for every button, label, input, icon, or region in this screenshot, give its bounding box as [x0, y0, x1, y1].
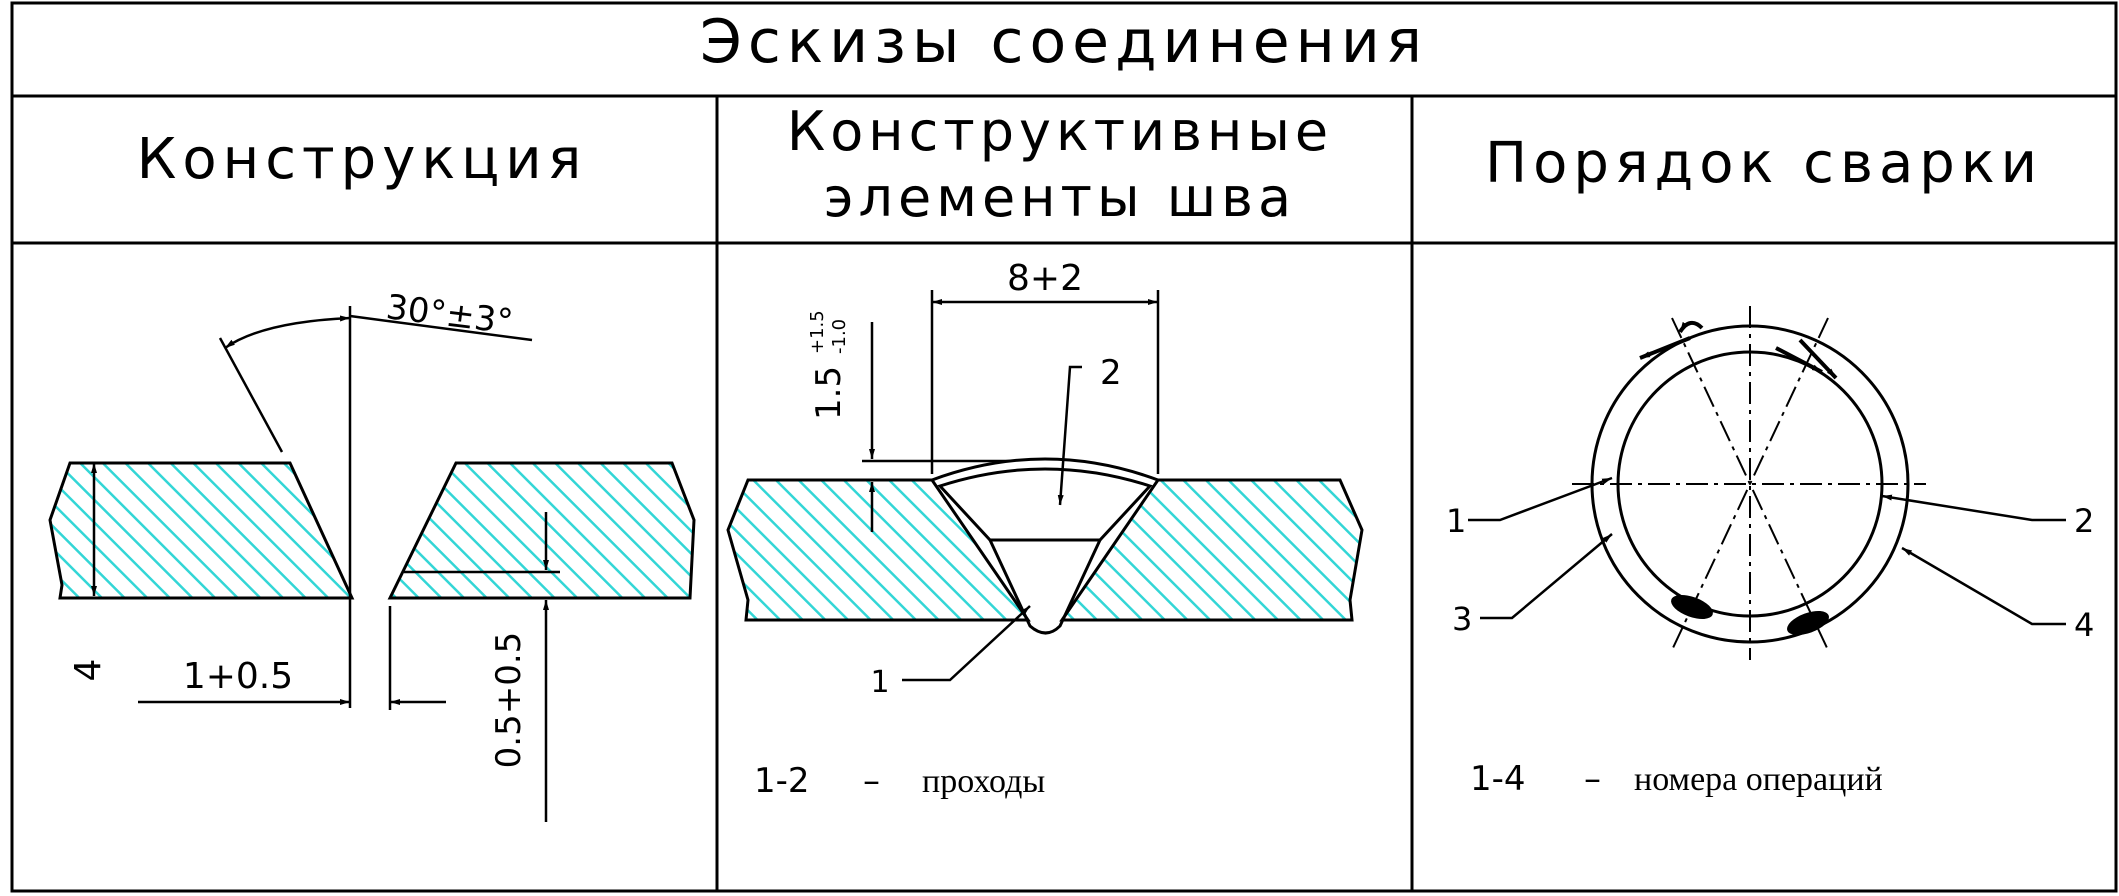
weld-pass-1 — [988, 539, 1102, 635]
operation-3-label: 3 — [1452, 600, 1472, 638]
reinforcement-dimension-label: 1.5 — [809, 366, 849, 420]
weld-spot-right — [1787, 610, 1829, 636]
column-header-welding-order: Порядок сварки — [1485, 131, 2043, 196]
passes-legend-range: 1-2 — [754, 761, 810, 801]
right-plate-2 — [1059, 478, 1364, 622]
table-grid — [10, 1, 2118, 893]
right-plate — [387, 461, 696, 600]
left-plate-2 — [726, 478, 1031, 622]
column-header-construction: Конструкция — [137, 127, 588, 192]
reinforcement-tolerance-upper: +1.5 — [807, 310, 828, 354]
operation-4-label: 4 — [2074, 606, 2094, 644]
pass-1-label: 1 — [870, 665, 889, 700]
operations-legend-text: номера операций — [1634, 761, 1883, 798]
weld-spot-left — [1671, 594, 1713, 620]
welding-order-sketch: 1 2 3 4 1-4 – номера операций — [1446, 306, 2094, 799]
operations-legend-range: 1-4 — [1470, 759, 1526, 799]
left-plate — [48, 461, 355, 600]
thickness-dimension-label: 4 — [68, 659, 109, 682]
weld-cap — [931, 457, 1159, 482]
operations-legend-dash: – — [1584, 759, 1601, 799]
operation-1-label: 1 — [1446, 502, 1466, 540]
root-face-dimension-label: 0.5+0.5 — [489, 632, 529, 769]
column-header-weld-elements-line2: элементы шва — [824, 166, 1296, 229]
weld-pass-2 — [937, 467, 1153, 542]
operation-2-label: 2 — [2074, 502, 2094, 540]
construction-sketch: 30°±3° 4 1+0.5 0.5+0.5 — [48, 287, 696, 822]
angle-dimension-label: 30°±3° — [384, 287, 515, 342]
pass-2-label: 2 — [1100, 353, 1122, 393]
weld-elements-sketch: 8+2 1.5 +1.5 -1.0 2 1 1-2 – проходы — [726, 258, 1364, 801]
passes-legend-dash: – — [863, 761, 880, 801]
reinforcement-tolerance-lower: -1.0 — [829, 319, 850, 354]
width-dimension-label: 8+2 — [1007, 258, 1083, 299]
gap-dimension-label: 1+0.5 — [183, 656, 293, 697]
passes-legend-text: проходы — [922, 763, 1045, 800]
table-title: Эскизы соединения — [700, 7, 1428, 77]
column-header-weld-elements-line1: Конструктивные — [787, 100, 1333, 163]
